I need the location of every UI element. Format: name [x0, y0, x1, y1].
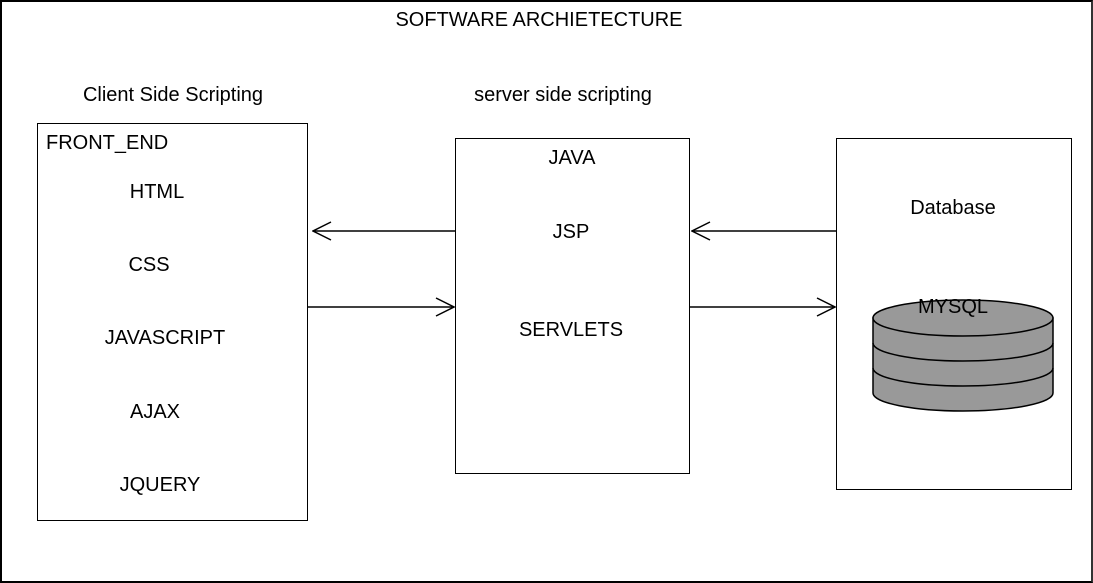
diagram-title: SOFTWARE ARCHIETECTURE — [395, 9, 683, 31]
client-item-css: CSS — [128, 254, 170, 276]
front-end-label: FRONT_END — [46, 132, 169, 154]
client-heading: Client Side Scripting — [82, 84, 264, 106]
client-item-jquery: JQUERY — [119, 474, 201, 496]
server-item-java: JAVA — [548, 147, 596, 169]
database-cylinder-icon — [872, 299, 1054, 412]
client-item-ajax: AJAX — [129, 401, 181, 423]
server-item-jsp: JSP — [552, 221, 590, 243]
server-heading: server side scripting — [474, 84, 652, 106]
database-label: Database — [910, 197, 996, 219]
client-item-javascript: JAVASCRIPT — [104, 327, 226, 349]
client-box — [37, 123, 308, 521]
server-box — [455, 138, 690, 474]
server-item-servlets: SERVLETS — [518, 319, 624, 341]
client-item-html: HTML — [129, 181, 185, 203]
mysql-label: MYSQL — [918, 296, 988, 318]
